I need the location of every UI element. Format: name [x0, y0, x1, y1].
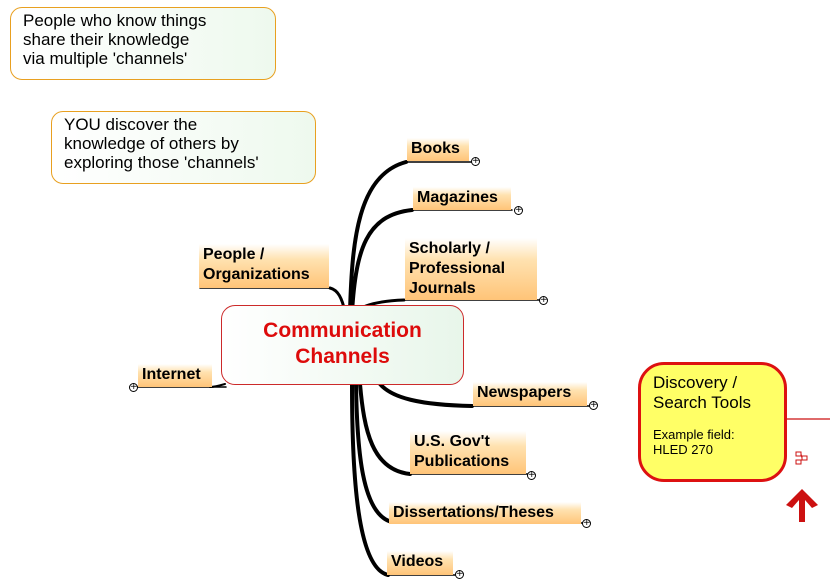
plus-circle-icon[interactable]: +: [455, 569, 464, 579]
branch-magazines: [350, 208, 414, 314]
topic-internet[interactable]: Internet: [138, 364, 212, 387]
plus-circle-icon[interactable]: +: [527, 470, 536, 480]
topic-dissertations-theses[interactable]: Dissertations/Theses: [389, 502, 581, 524]
topic-books[interactable]: Books: [407, 138, 469, 161]
plus-circle-icon[interactable]: +: [514, 205, 523, 215]
plus-circle-icon[interactable]: +: [129, 382, 138, 392]
branch-newspapers: [378, 382, 474, 408]
branch-govt: [358, 382, 412, 476]
plus-circle-icon[interactable]: +: [589, 400, 598, 410]
note-discover-knowledge: YOU discover the knowledge of others by …: [51, 111, 316, 184]
discovery-search-tools-topic[interactable]: Discovery / Search Tools Example field: …: [638, 362, 787, 482]
topic-newspapers[interactable]: Newspapers: [473, 382, 587, 406]
topic-magazines[interactable]: Magazines: [413, 187, 511, 210]
up-arrow-icon[interactable]: [786, 489, 818, 522]
discovery-example-note: Example field: HLED 270: [653, 427, 735, 457]
note-share-knowledge: People who know things share their knowl…: [10, 7, 276, 80]
branch-dissertations: [354, 382, 394, 524]
topic-govt-publications[interactable]: U.S. Gov't Publications: [410, 431, 526, 474]
plus-circle-icon[interactable]: +: [471, 156, 480, 166]
discovery-title: Discovery / Search Tools: [653, 373, 751, 412]
topic-videos[interactable]: Videos: [387, 551, 453, 575]
topic-journals[interactable]: Scholarly / Professional Journals: [405, 238, 537, 300]
plus-circle-icon[interactable]: +: [582, 518, 591, 528]
plus-circle-icon[interactable]: +: [539, 295, 548, 305]
map-link-icon[interactable]: [795, 451, 808, 465]
central-topic[interactable]: Communication Channels: [221, 305, 464, 385]
topic-people-organizations[interactable]: People / Organizations: [199, 244, 329, 288]
branch-videos: [350, 382, 390, 577]
branch-books: [348, 160, 408, 314]
